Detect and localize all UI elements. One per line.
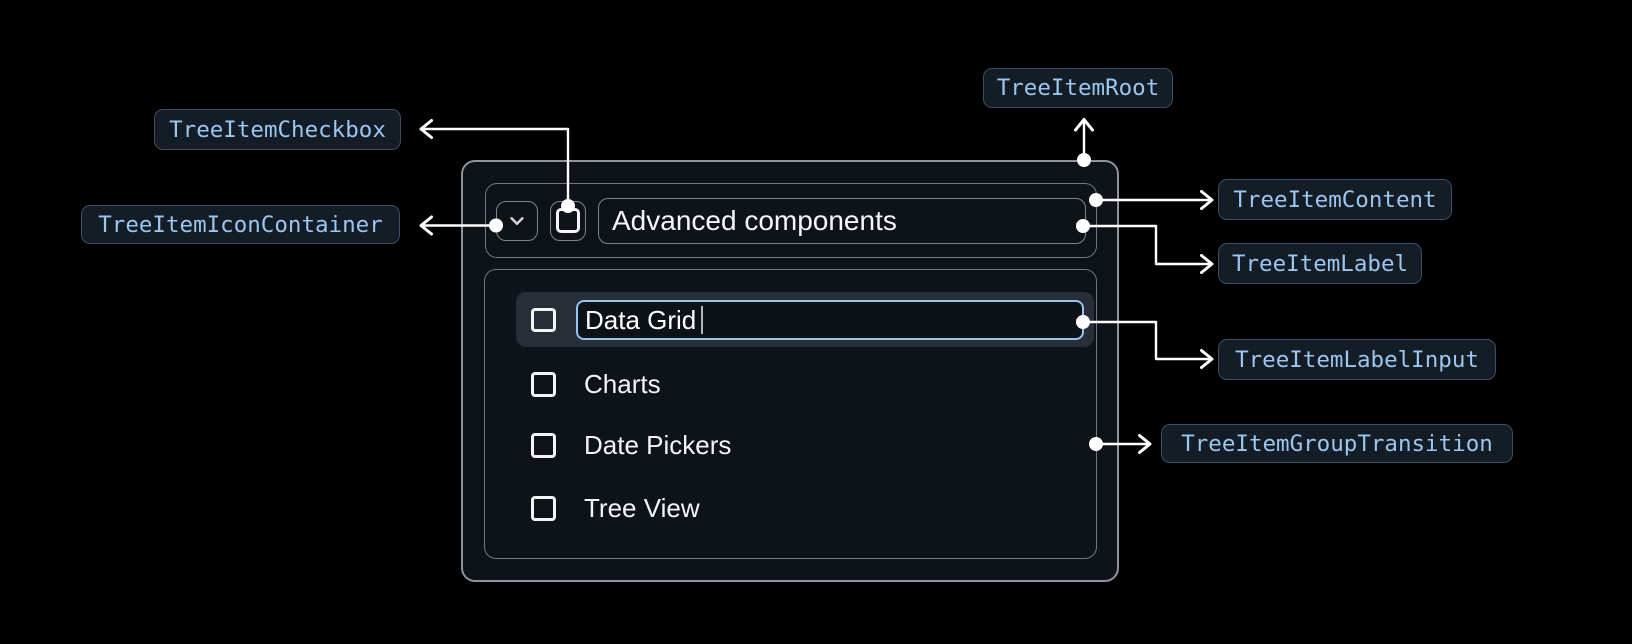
arrowhead-left-icon xyxy=(419,119,433,139)
arrowhead-left-icon xyxy=(419,215,433,236)
annotation-tree-item-icon-container: TreeItemIconContainer xyxy=(81,205,400,244)
annotation-tree-item-checkbox: TreeItemCheckbox xyxy=(154,109,401,150)
tree-item-root: Advanced components Data Grid Charts Dat… xyxy=(461,160,1119,582)
checkbox-unchecked-icon xyxy=(556,208,580,233)
arrowhead-up-icon xyxy=(1074,118,1094,132)
tree-item-icon-container[interactable] xyxy=(496,200,538,241)
parent-label-text: Advanced components xyxy=(612,204,897,236)
tree-item-content[interactable]: Advanced components xyxy=(485,183,1097,258)
annotation-tree-item-label: TreeItemLabel xyxy=(1218,243,1422,284)
annotation-tree-item-content: TreeItemContent xyxy=(1218,179,1452,220)
tree-item-group-transition: Data Grid Charts Date Pickers Tree View xyxy=(484,269,1097,559)
arrowhead-right-icon xyxy=(1200,190,1214,210)
label-input-value: Data Grid xyxy=(585,304,697,335)
checkbox-unchecked-icon[interactable] xyxy=(531,371,556,397)
annotation-tree-item-root: TreeItemRoot xyxy=(983,68,1173,108)
arrowhead-right-icon xyxy=(1138,434,1152,454)
annotation-tree-item-group-transition: TreeItemGroupTransition xyxy=(1161,424,1513,463)
tree-item-checkbox[interactable] xyxy=(550,200,586,241)
annotation-tree-item-label-input: TreeItemLabelInput xyxy=(1218,339,1496,380)
tree-row-tree-view[interactable]: Tree View xyxy=(516,481,1094,535)
chevron-down-icon xyxy=(504,208,530,234)
checkbox-unchecked-icon[interactable] xyxy=(531,432,556,458)
arrowhead-right-icon xyxy=(1200,254,1214,274)
tree-row-date-pickers[interactable]: Date Pickers xyxy=(516,418,1094,472)
arrowhead-right-icon xyxy=(1200,349,1214,369)
tree-row-label: Charts xyxy=(584,368,661,399)
tree-item-label-input[interactable]: Data Grid xyxy=(576,300,1084,340)
tree-row-data-grid[interactable]: Data Grid xyxy=(516,292,1094,347)
tree-row-label: Date Pickers xyxy=(584,429,732,460)
text-cursor xyxy=(701,306,704,334)
tree-row-label: Tree View xyxy=(584,492,700,523)
tree-item-label[interactable]: Advanced components xyxy=(598,197,1086,244)
checkbox-unchecked-icon[interactable] xyxy=(531,495,556,521)
checkbox-unchecked-icon[interactable] xyxy=(531,308,556,332)
tree-row-charts[interactable]: Charts xyxy=(516,357,1094,411)
